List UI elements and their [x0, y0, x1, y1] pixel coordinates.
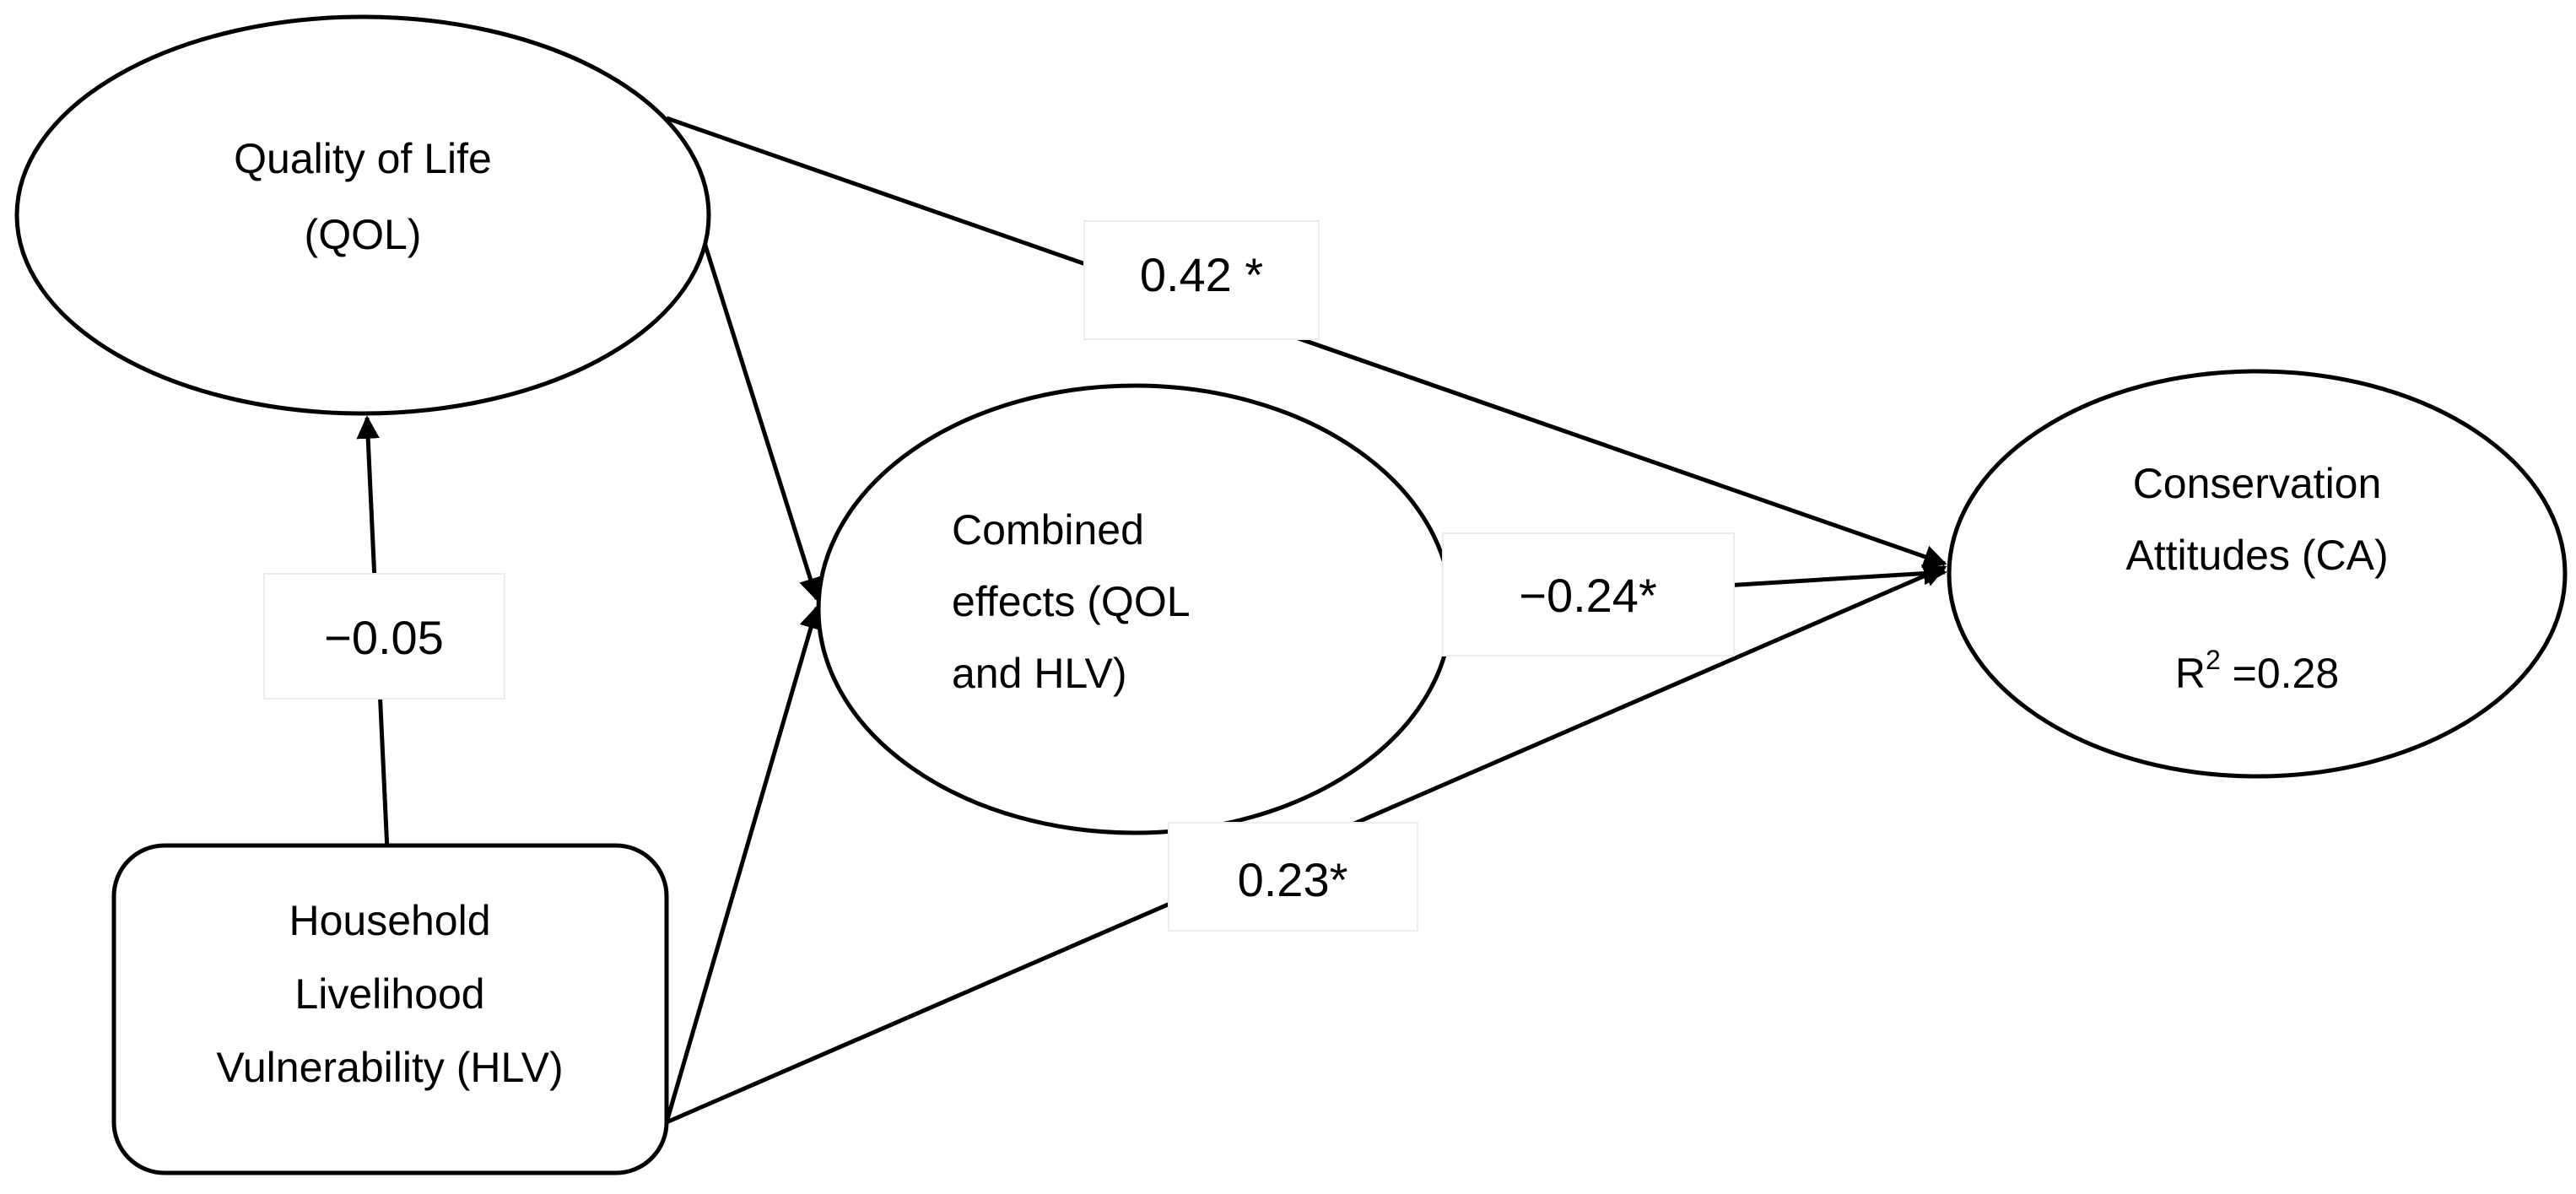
hlv-label-line1: Household — [289, 897, 490, 944]
node-combined-effects: Combined effects (QOL and HLV) — [816, 383, 1454, 835]
coefficient-qol-ca: 0.42 * — [1083, 220, 1320, 340]
coefficient-hlv-qol-text: −0.05 — [324, 611, 444, 664]
r-squared-value: =0.28 — [2221, 650, 2339, 697]
edge-hlv-to-combined — [664, 605, 823, 1123]
r-squared-label: R2 =0.28 — [2175, 645, 2339, 697]
coefficient-hlv-ca-text: 0.23* — [1238, 853, 1348, 906]
node-conservation-attitudes: Conservation Attitudes (CA) R2 =0.28 — [1947, 369, 2568, 779]
quality-of-life-label-line1: Quality of Life — [234, 135, 492, 182]
conservation-attitudes-ellipse — [1947, 369, 2568, 779]
hlv-label-line3: Vulnerability (HLV) — [216, 1044, 563, 1091]
edge-qol-to-ca — [666, 116, 1947, 568]
combined-effects-label-line3: and HLV) — [952, 650, 1127, 697]
conservation-attitudes-label-line2: Attitudes (CA) — [2125, 532, 2388, 579]
quality-of-life-ellipse — [14, 14, 711, 416]
household-livelihood-vulnerability-box — [111, 843, 669, 1175]
coefficient-qol-ca-text: 0.42 * — [1140, 248, 1263, 301]
coefficient-hlv-qol: −0.05 — [263, 573, 505, 700]
coefficient-combined-ca: −0.24* — [1442, 532, 1735, 656]
node-household-livelihood-vulnerability: Household Livelihood Vulnerability (HLV) — [111, 843, 669, 1175]
conservation-attitudes-label-line1: Conservation — [2133, 460, 2382, 507]
r-squared-superscript: 2 — [2206, 645, 2221, 675]
coefficient-combined-ca-text: −0.24* — [1519, 569, 1657, 622]
r-squared-base: R — [2175, 650, 2206, 697]
hlv-label-line2: Livelihood — [294, 970, 484, 1018]
combined-effects-label-line2: effects (QOL — [952, 578, 1191, 625]
combined-effects-label-line1: Combined — [952, 506, 1144, 554]
coefficient-hlv-ca: 0.23* — [1168, 822, 1418, 932]
node-quality-of-life: Quality of Life (QOL) — [14, 14, 711, 416]
quality-of-life-label-line2: (QOL) — [305, 211, 422, 258]
